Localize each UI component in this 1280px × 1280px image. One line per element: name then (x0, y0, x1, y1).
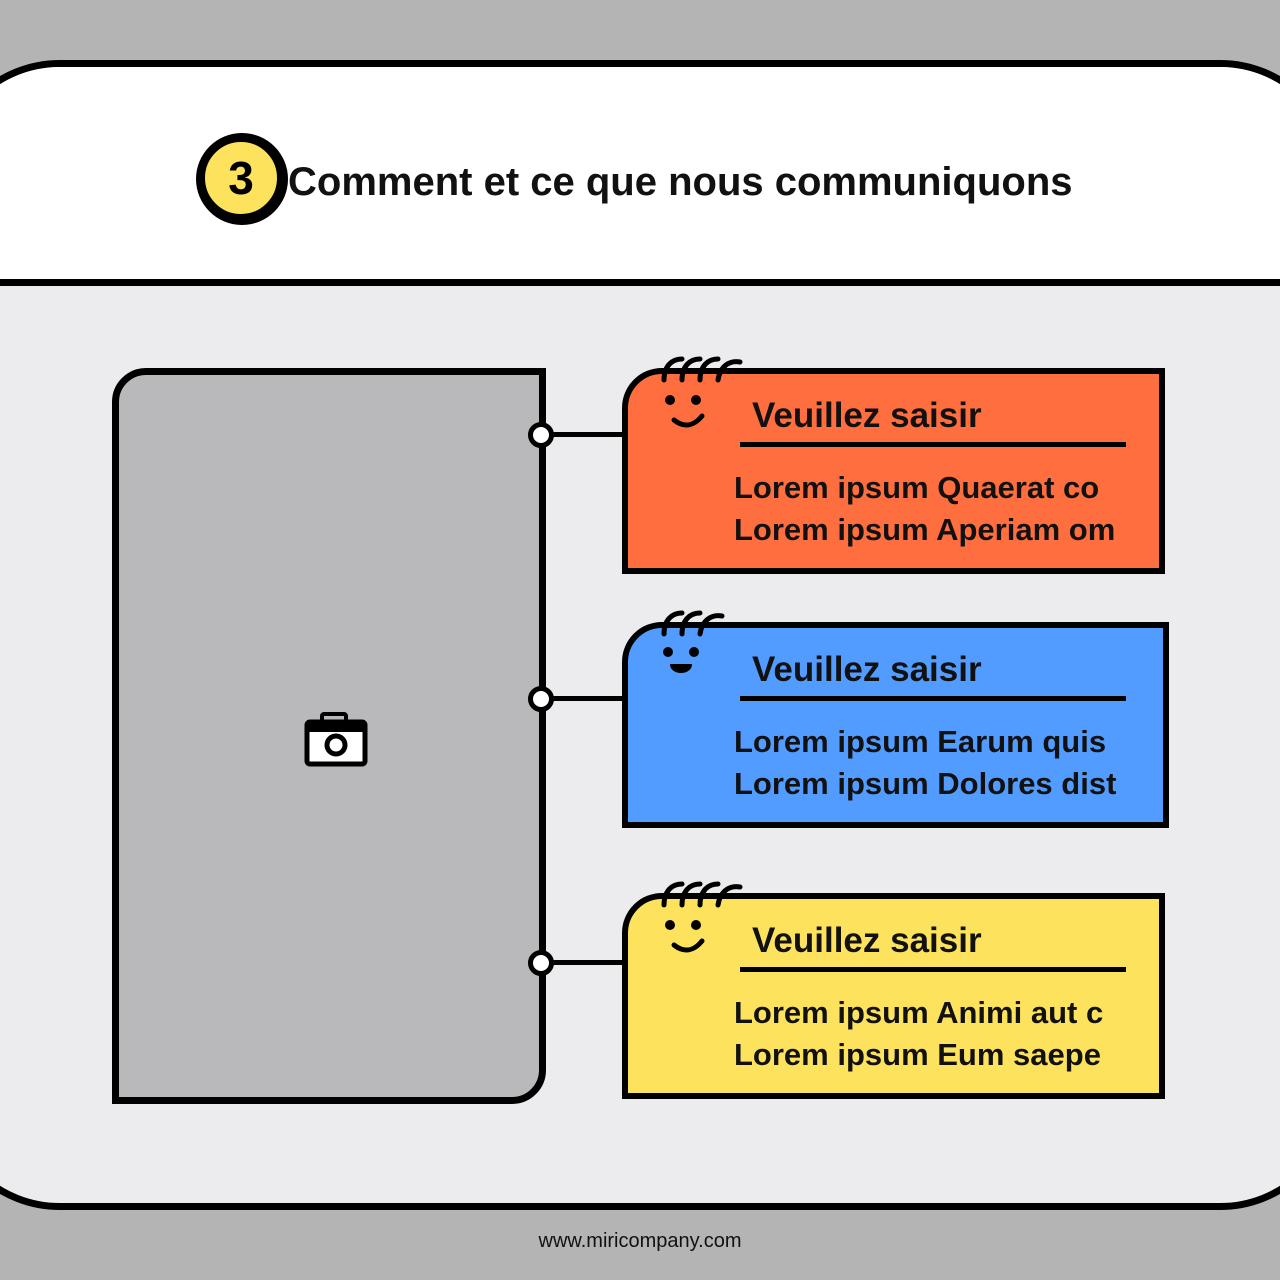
card-text: Lorem ipsum Dolores dist (734, 766, 1117, 801)
card-title: Veuillez saisir (752, 921, 982, 960)
card-title: Veuillez saisir (752, 650, 982, 689)
happy-face-icon (661, 610, 725, 673)
card-text: Lorem ipsum Aperiam om (734, 512, 1116, 547)
info-card: Veuillez saisir Lorem ipsum Quaerat co L… (622, 356, 1165, 574)
card-text: Lorem ipsum Quaerat co (734, 470, 1100, 505)
card-divider (740, 696, 1126, 701)
card-divider (740, 967, 1126, 972)
step-badge: 3 (196, 133, 288, 225)
card-divider (740, 442, 1126, 447)
page-title: Comment et ce que nous communiquons (288, 160, 1073, 204)
connector-dot (528, 422, 554, 448)
camera-icon (304, 712, 368, 767)
connector-line (540, 696, 626, 701)
smiley-face-icon (661, 881, 743, 953)
step-number: 3 (202, 139, 280, 217)
photo-placeholder[interactable] (112, 368, 546, 1104)
connector-line (540, 432, 626, 437)
connector-dot (528, 950, 554, 976)
info-card: Veuillez saisir Lorem ipsum Animi aut c … (622, 881, 1165, 1099)
footer-url[interactable]: www.miricompany.com (538, 1230, 742, 1252)
smiley-face-icon (661, 356, 743, 428)
connector-dot (528, 686, 554, 712)
card-text: Lorem ipsum Eum saepe (734, 1037, 1101, 1072)
connector-line (540, 960, 626, 965)
card-title: Veuillez saisir (752, 396, 982, 435)
card-text: Lorem ipsum Earum quis (734, 724, 1107, 759)
info-card: Veuillez saisir Lorem ipsum Earum quis L… (622, 610, 1169, 828)
card-text: Lorem ipsum Animi aut c (734, 995, 1104, 1030)
